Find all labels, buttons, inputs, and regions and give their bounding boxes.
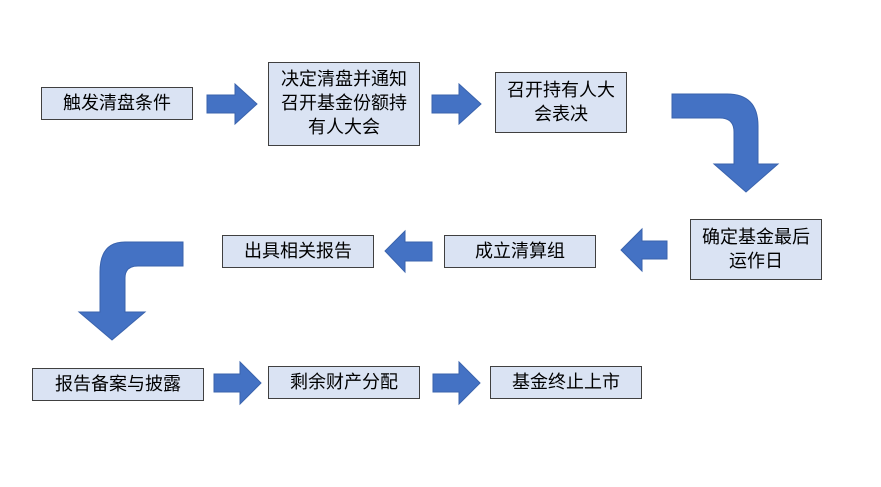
arrow-left-1 — [620, 227, 668, 273]
arrow-left-2 — [384, 229, 433, 274]
arrow-bend-down-left — [77, 241, 184, 341]
step-label: 基金终止上市 — [512, 371, 620, 393]
step-box-holders-meeting-vote: 召开持有人大会表决 — [495, 72, 627, 133]
step-box-filing-disclosure: 报告备案与披露 — [32, 368, 204, 401]
step-box-last-operating-day: 确定基金最后运作日 — [690, 219, 822, 280]
step-box-decide-convene-meeting: 决定清盘并通知召开基金份额持有人大会 — [268, 62, 420, 146]
step-label: 确定基金最后运作日 — [702, 226, 810, 272]
step-label: 成立清算组 — [475, 240, 565, 262]
step-label: 召开持有人大会表决 — [507, 79, 615, 125]
arrow-right-4 — [432, 360, 481, 406]
step-label: 决定清盘并通知召开基金份额持有人大会 — [281, 69, 407, 138]
step-box-fund-delisting: 基金终止上市 — [490, 366, 642, 399]
step-box-issue-reports: 出具相关报告 — [222, 235, 374, 268]
step-box-trigger-liquidation: 触发清盘条件 — [41, 87, 193, 120]
arrow-right-2 — [431, 82, 482, 126]
step-label: 出具相关报告 — [244, 240, 352, 262]
step-box-form-liquidation-group: 成立清算组 — [444, 235, 596, 268]
arrow-bend-down-right — [671, 93, 780, 193]
step-label: 剩余财产分配 — [290, 371, 398, 393]
arrow-right-1 — [206, 82, 258, 126]
arrow-right-3 — [213, 360, 262, 406]
step-box-residual-property-distribution: 剩余财产分配 — [268, 366, 420, 399]
step-label: 报告备案与披露 — [55, 373, 181, 395]
step-label: 触发清盘条件 — [63, 92, 171, 114]
